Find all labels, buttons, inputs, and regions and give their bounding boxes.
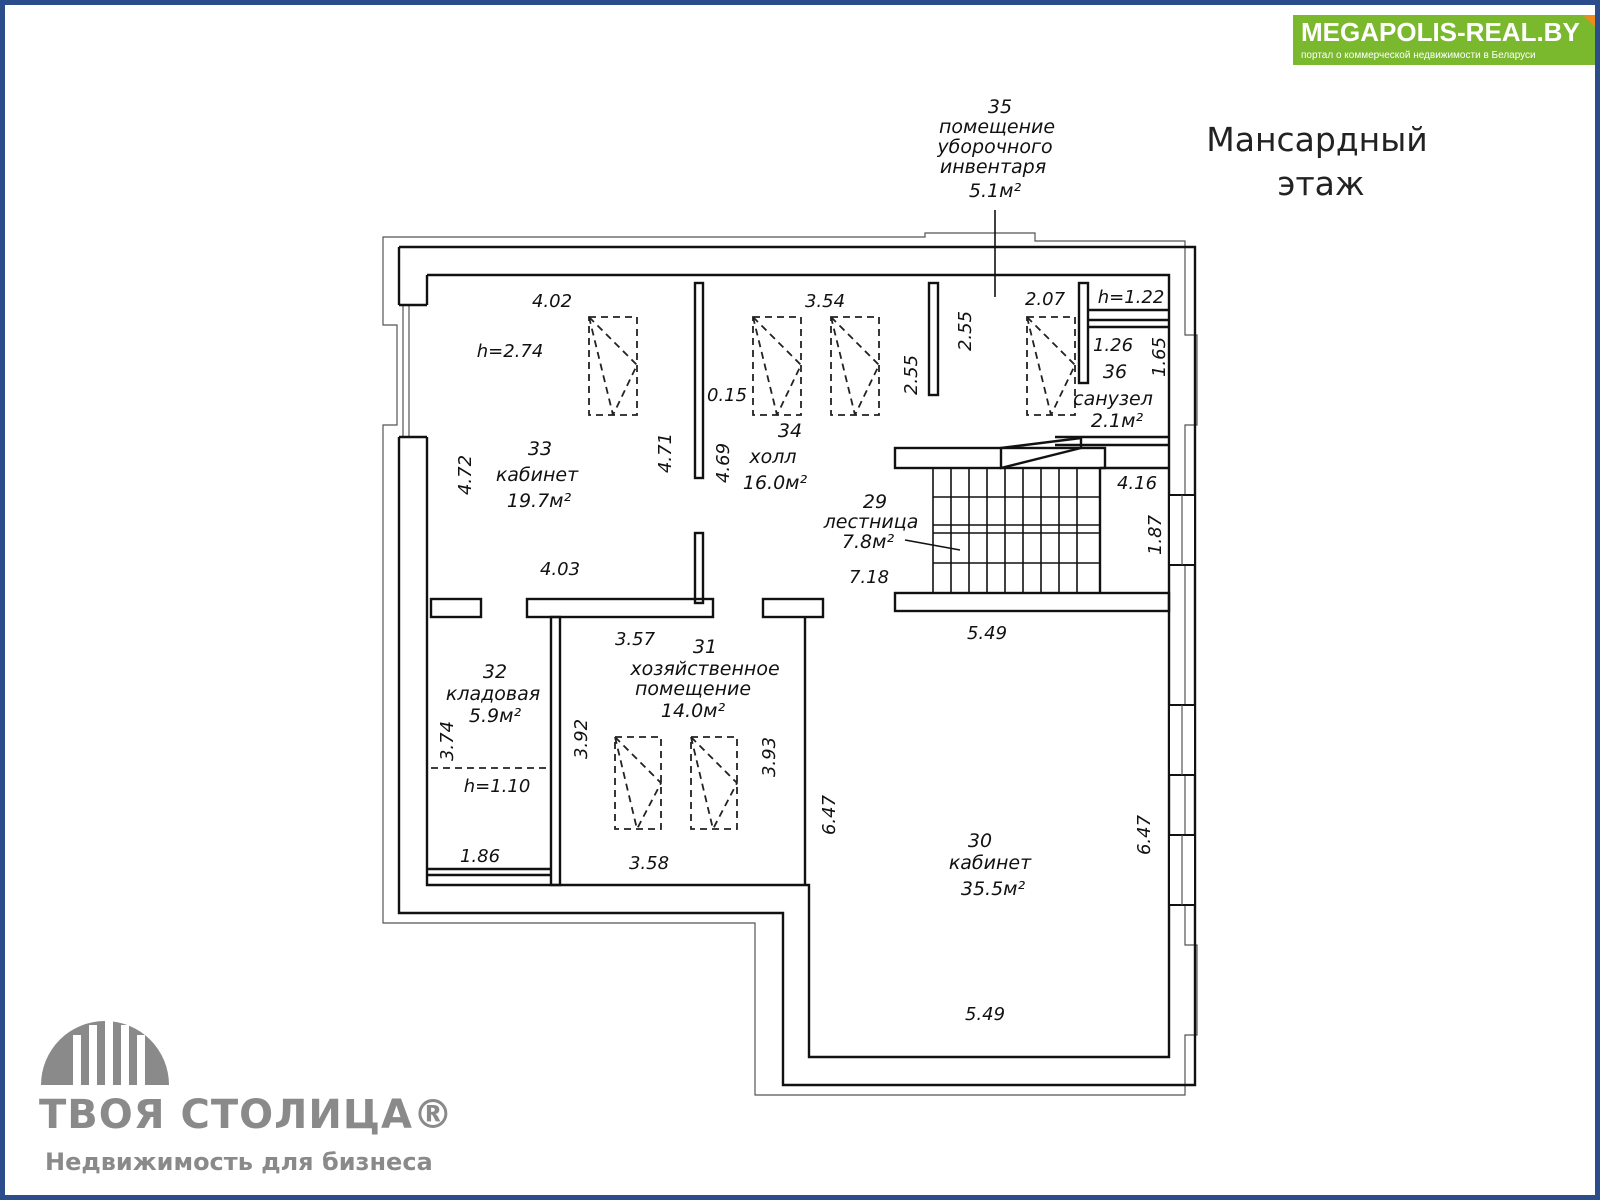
svg-text:лестница: лестница xyxy=(823,511,919,533)
svg-text:19.7м²: 19.7м² xyxy=(507,490,572,512)
svg-text:29: 29 xyxy=(863,491,887,513)
svg-text:7.8м²: 7.8м² xyxy=(842,531,895,553)
svg-text:помещение: помещение xyxy=(939,116,1055,138)
svg-text:5.9м²: 5.9м² xyxy=(469,705,522,727)
svg-text:уборочного: уборочного xyxy=(936,136,1052,158)
stair-treads xyxy=(904,468,1100,593)
svg-text:h=2.74: h=2.74 xyxy=(477,341,544,362)
room-36-label: 36 санузел 2.1м² xyxy=(1073,361,1153,432)
room-32-label: 32 кладовая 5.9м² xyxy=(446,661,540,727)
floor-title: Мансардный xyxy=(1206,120,1427,159)
dimensions: 4.02 h=2.74 3.54 2.07 h=1.22 1.26 1.65 2… xyxy=(437,287,1170,1025)
svg-text:4.71: 4.71 xyxy=(655,433,676,473)
svg-text:помещение: помещение xyxy=(635,678,751,700)
svg-text:h=1.22: h=1.22 xyxy=(1098,287,1165,308)
svg-text:6.47: 6.47 xyxy=(1134,814,1155,855)
svg-text:1.65: 1.65 xyxy=(1149,337,1170,377)
svg-text:хозяйственное: хозяйственное xyxy=(629,658,779,680)
svg-text:1.87: 1.87 xyxy=(1145,514,1166,555)
svg-text:4.69: 4.69 xyxy=(713,443,734,483)
svg-text:5.49: 5.49 xyxy=(965,1004,1005,1025)
floor-title-line2: этаж xyxy=(1277,164,1364,203)
svg-text:4.03: 4.03 xyxy=(540,559,580,580)
svg-text:14.0м²: 14.0м² xyxy=(661,700,726,722)
room-31-label: 31 хозяйственное помещение 14.0м² xyxy=(629,636,779,722)
svg-text:1.26: 1.26 xyxy=(1093,335,1133,356)
megapolis-brand-banner[interactable]: MEGAPOLIS-REAL.BY портал о коммерческой … xyxy=(1293,15,1595,65)
svg-text:3.57: 3.57 xyxy=(615,629,656,650)
svg-text:3.74: 3.74 xyxy=(437,721,458,761)
svg-text:36: 36 xyxy=(1103,361,1127,383)
brand-corner-mark xyxy=(1583,15,1595,27)
partitions xyxy=(693,281,1169,605)
svg-text:3.54: 3.54 xyxy=(805,291,845,312)
svg-text:33: 33 xyxy=(528,438,552,460)
svg-text:холл: холл xyxy=(748,446,796,468)
svg-text:4.16: 4.16 xyxy=(1117,473,1157,494)
room-34-label: 34 холл 16.0м² xyxy=(743,420,808,494)
room-30-label: 30 кабинет 35.5м² xyxy=(949,830,1032,900)
svg-text:кладовая: кладовая xyxy=(446,683,540,705)
svg-text:32: 32 xyxy=(483,661,507,683)
inner-wall-line xyxy=(425,273,1171,1059)
svg-text:16.0м²: 16.0м² xyxy=(743,472,808,494)
svg-text:31: 31 xyxy=(693,636,717,658)
svg-text:1.86: 1.86 xyxy=(460,846,500,867)
svg-text:санузел: санузел xyxy=(1073,388,1153,410)
svg-text:5.1м²: 5.1м² xyxy=(969,180,1022,202)
svg-text:инвентаря: инвентаря xyxy=(940,156,1046,178)
svg-text:30: 30 xyxy=(968,830,992,852)
svg-text:0.15: 0.15 xyxy=(707,385,747,406)
svg-text:2.55: 2.55 xyxy=(955,311,976,351)
logo-subtitle: Недвижимость для бизнеса xyxy=(45,1148,433,1176)
svg-text:2.07: 2.07 xyxy=(1025,289,1066,310)
outer-wall xyxy=(397,245,1197,1087)
svg-text:2.1м²: 2.1м² xyxy=(1091,410,1144,432)
room-33-label: 33 кабинет 19.7м² xyxy=(496,438,579,512)
skylight-windows xyxy=(588,316,1077,830)
svg-text:4.72: 4.72 xyxy=(455,455,476,495)
svg-text:35.5м²: 35.5м² xyxy=(961,878,1026,900)
lower-walls xyxy=(427,597,825,887)
svg-text:3.92: 3.92 xyxy=(571,719,592,759)
svg-text:h=1.10: h=1.10 xyxy=(464,776,531,797)
svg-text:кабинет: кабинет xyxy=(496,464,579,486)
brand-tagline: портал о коммерческой недвижимости в Бел… xyxy=(1301,50,1536,61)
svg-text:34: 34 xyxy=(778,420,802,442)
staircase xyxy=(893,436,1171,613)
svg-text:5.49: 5.49 xyxy=(967,623,1007,644)
svg-text:6.47: 6.47 xyxy=(819,794,840,835)
svg-text:кабинет: кабинет xyxy=(949,852,1032,874)
brand-name: MEGAPOLIS-REAL.BY xyxy=(1301,17,1580,47)
tvoya-stolitsa-logo-icon xyxy=(41,1020,169,1085)
outer-contour xyxy=(382,232,1198,1096)
left-window xyxy=(397,247,429,439)
floor-plan: Мансардный этаж 35 помещение уборочного … xyxy=(41,96,1428,1096)
logo-name: ТВОЯ СТОЛИЦА® xyxy=(39,1092,454,1138)
svg-text:3.58: 3.58 xyxy=(629,853,669,874)
svg-text:35: 35 xyxy=(988,96,1012,118)
svg-text:7.18: 7.18 xyxy=(849,567,889,588)
right-windows xyxy=(1168,494,1196,906)
room-35-label: 35 помещение уборочного инвентаря 5.1м² xyxy=(936,96,1055,202)
svg-text:2.55: 2.55 xyxy=(901,355,922,395)
svg-text:4.02: 4.02 xyxy=(532,291,572,312)
svg-text:3.93: 3.93 xyxy=(759,737,780,777)
room-29-label: 29 лестница 7.8м² xyxy=(823,491,919,553)
